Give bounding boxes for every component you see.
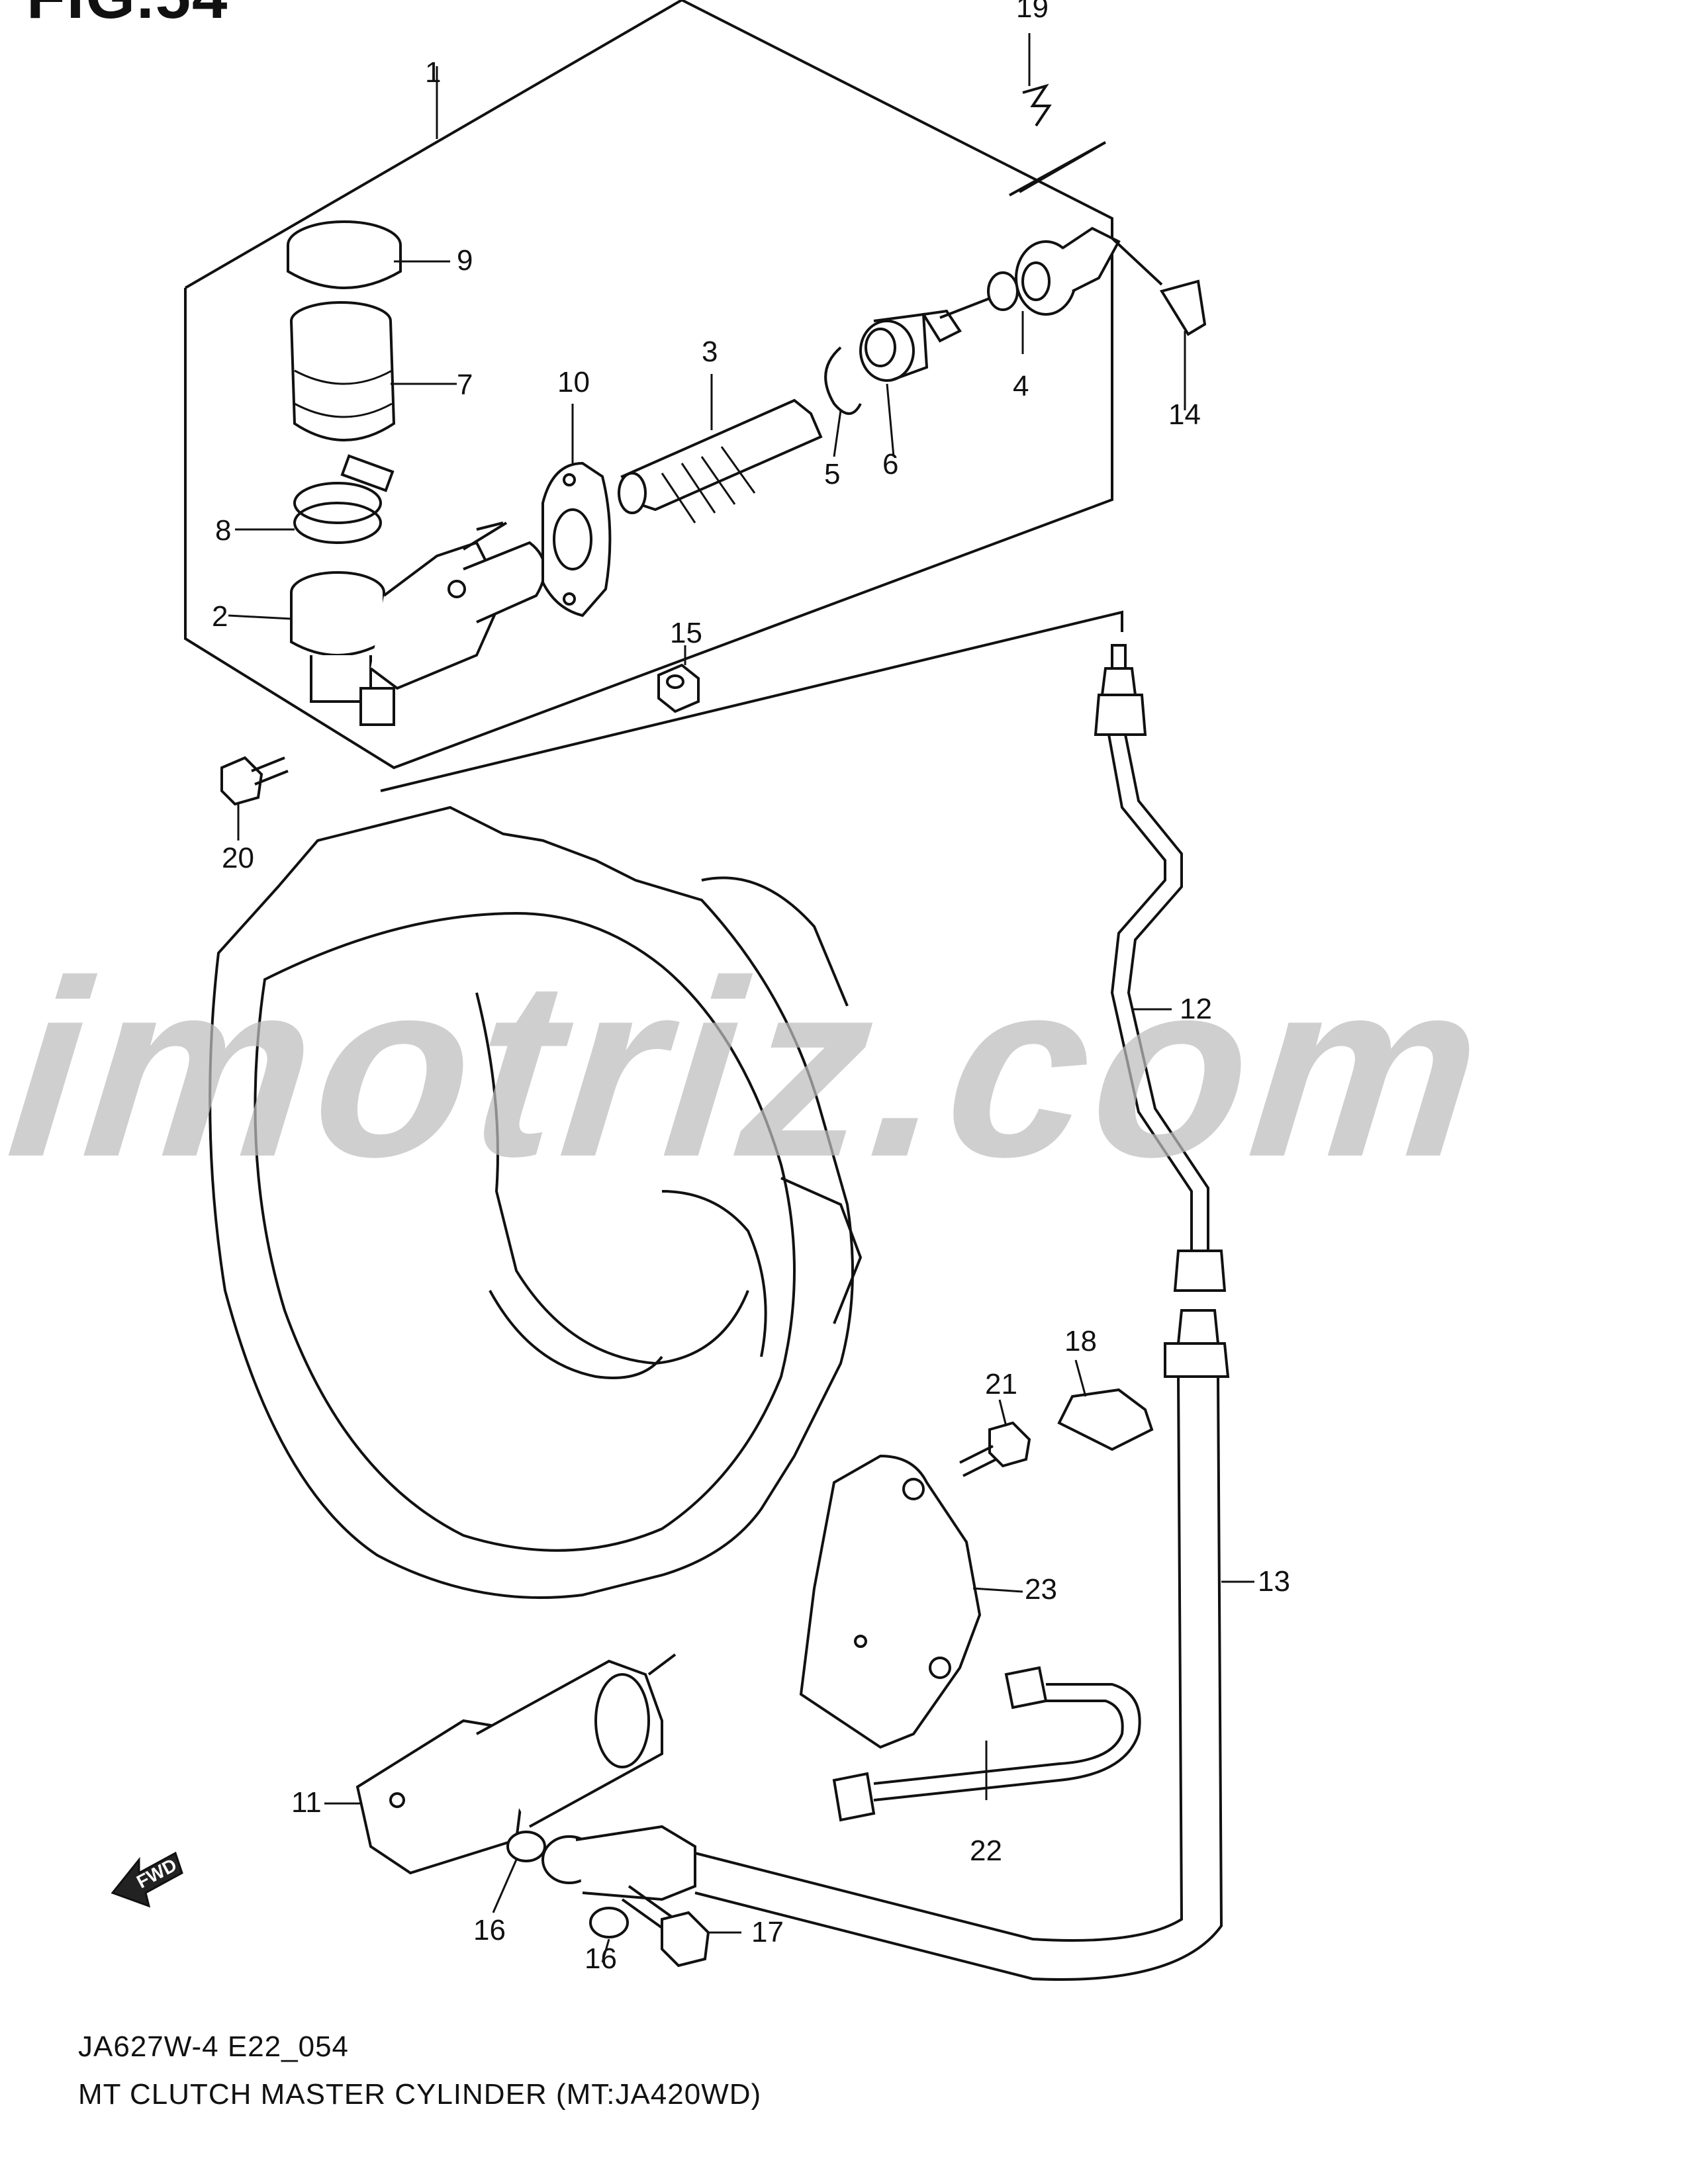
callout-6: 6 xyxy=(882,448,899,480)
callout-4: 4 xyxy=(1013,370,1029,402)
reservoir xyxy=(290,301,396,441)
gasket xyxy=(541,461,612,617)
callout-18: 18 xyxy=(1064,1325,1097,1357)
callout-2: 2 xyxy=(212,600,228,633)
callout-22: 22 xyxy=(970,1835,1002,1867)
reservoir-cap xyxy=(287,220,402,289)
release-cylinder xyxy=(355,1653,677,1875)
callout-16a: 16 xyxy=(473,1914,506,1946)
clamp xyxy=(293,454,395,544)
bracket xyxy=(799,1454,982,1749)
callout-3: 3 xyxy=(702,336,718,368)
fwd-arrow xyxy=(111,1851,183,1908)
callout-15: 15 xyxy=(670,617,702,649)
callout-11: 11 xyxy=(291,1786,322,1819)
transmission-case xyxy=(209,805,863,1599)
callout-9: 9 xyxy=(457,244,473,277)
hose-clip xyxy=(1057,1388,1154,1451)
callout-1: 1 xyxy=(425,56,442,89)
pipe-22 xyxy=(832,1666,1141,1822)
leader-lines xyxy=(228,33,1254,1963)
union-bolt-fitting xyxy=(541,1825,696,1901)
callout-14: 14 xyxy=(1168,398,1201,431)
union-bolt xyxy=(621,1885,710,1968)
pipe-12 xyxy=(1094,644,1227,1292)
callout-19: 19 xyxy=(1016,0,1049,24)
diagram-code: JA627W-4 E22_054 xyxy=(78,2030,350,2063)
frame-leader xyxy=(1009,141,1106,197)
watermark: imotriz.com xyxy=(0,928,1498,1209)
push-rod xyxy=(921,226,1121,343)
callout-17: 17 xyxy=(751,1916,784,1948)
nut xyxy=(657,663,700,713)
diagram-caption: MT CLUTCH MASTER CYLINDER (MT:JA420WD) xyxy=(78,2078,762,2111)
frame-lower-bracket xyxy=(380,610,1123,792)
callout-5: 5 xyxy=(824,458,841,490)
callout-23: 23 xyxy=(1025,1573,1057,1606)
callout-13: 13 xyxy=(1258,1565,1290,1598)
washers xyxy=(506,1831,629,1938)
callout-21: 21 xyxy=(985,1368,1017,1400)
pin xyxy=(1111,237,1207,336)
clip xyxy=(1022,83,1052,127)
bolt-upper xyxy=(220,756,289,806)
hose-13 xyxy=(694,1309,1230,1981)
callout-10: 10 xyxy=(557,366,590,398)
bolt-bracket xyxy=(959,1421,1031,1477)
snap-ring xyxy=(824,346,862,415)
callout-16b: 16 xyxy=(585,1942,617,1975)
callout-12: 12 xyxy=(1180,993,1212,1025)
piston xyxy=(618,398,823,523)
master-cylinder-body xyxy=(290,522,546,726)
callout-20: 20 xyxy=(222,842,254,874)
callout-8: 8 xyxy=(215,514,232,547)
boot-ring xyxy=(859,312,929,382)
callout-7: 7 xyxy=(457,369,473,401)
figure-title: FIG.54 xyxy=(26,0,228,33)
assembly-frame xyxy=(184,0,1113,770)
